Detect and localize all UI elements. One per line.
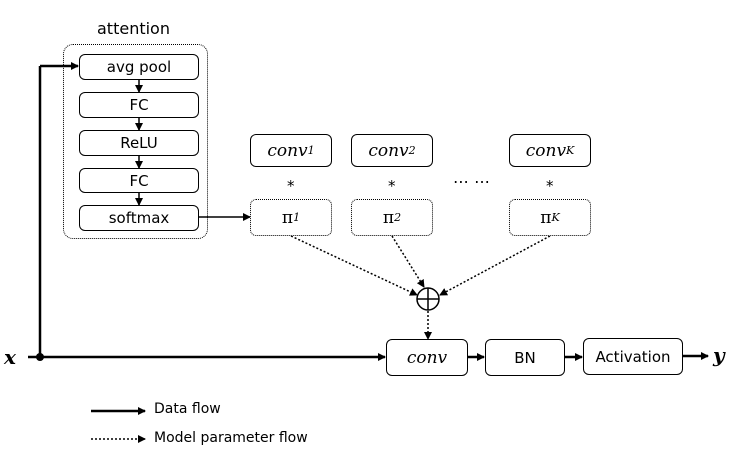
avg-pool-block: avg pool (79, 54, 199, 80)
input-x-label: x (4, 345, 16, 369)
softmax-block: softmax (79, 205, 199, 231)
attention-weight-1-symbol: π (281, 207, 294, 228)
attention-group (63, 44, 208, 239)
conv-kernel-2-name: conv (368, 140, 409, 161)
attention-weight-2-symbol: π (382, 207, 395, 228)
conv-kernel-2-sub: 2 (408, 144, 416, 157)
attention-weight-2-sub: 2 (394, 211, 402, 224)
conv-block: conv (386, 339, 468, 376)
kernel-ellipsis: ⋯ ⋯ (453, 172, 491, 191)
output-y-label: y (713, 343, 725, 367)
fc-block-1: FC (79, 92, 199, 118)
relu-block: ReLU (79, 130, 199, 156)
fc-block-2: FC (79, 168, 199, 193)
multiply-op-2: * (388, 177, 396, 195)
legend-param-flow-label: Model parameter flow (154, 430, 308, 446)
multiply-op-k: * (546, 177, 554, 195)
activation-block: Activation (583, 338, 683, 375)
legend-data-flow-label: Data flow (154, 401, 221, 417)
param-flow-piK (439, 235, 551, 296)
conv-kernel-1-sub: 1 (307, 144, 315, 157)
attention-weight-k-symbol: π (540, 207, 552, 228)
param-flow-pi2 (391, 235, 425, 288)
attention-title: attention (97, 19, 170, 38)
branch-point (36, 353, 44, 361)
conv-kernel-1-name: conv (267, 140, 308, 161)
sum-icon (416, 287, 440, 311)
attention-weight-k-sub: K (551, 211, 560, 224)
bn-block: BN (485, 339, 565, 376)
param-flow-pi1 (290, 235, 418, 296)
conv-kernel-k-sub: K (566, 144, 575, 157)
conv-kernel-k-name: conv (525, 140, 567, 161)
attention-weight-1-sub: 1 (293, 211, 301, 224)
multiply-op-1: * (287, 177, 295, 195)
